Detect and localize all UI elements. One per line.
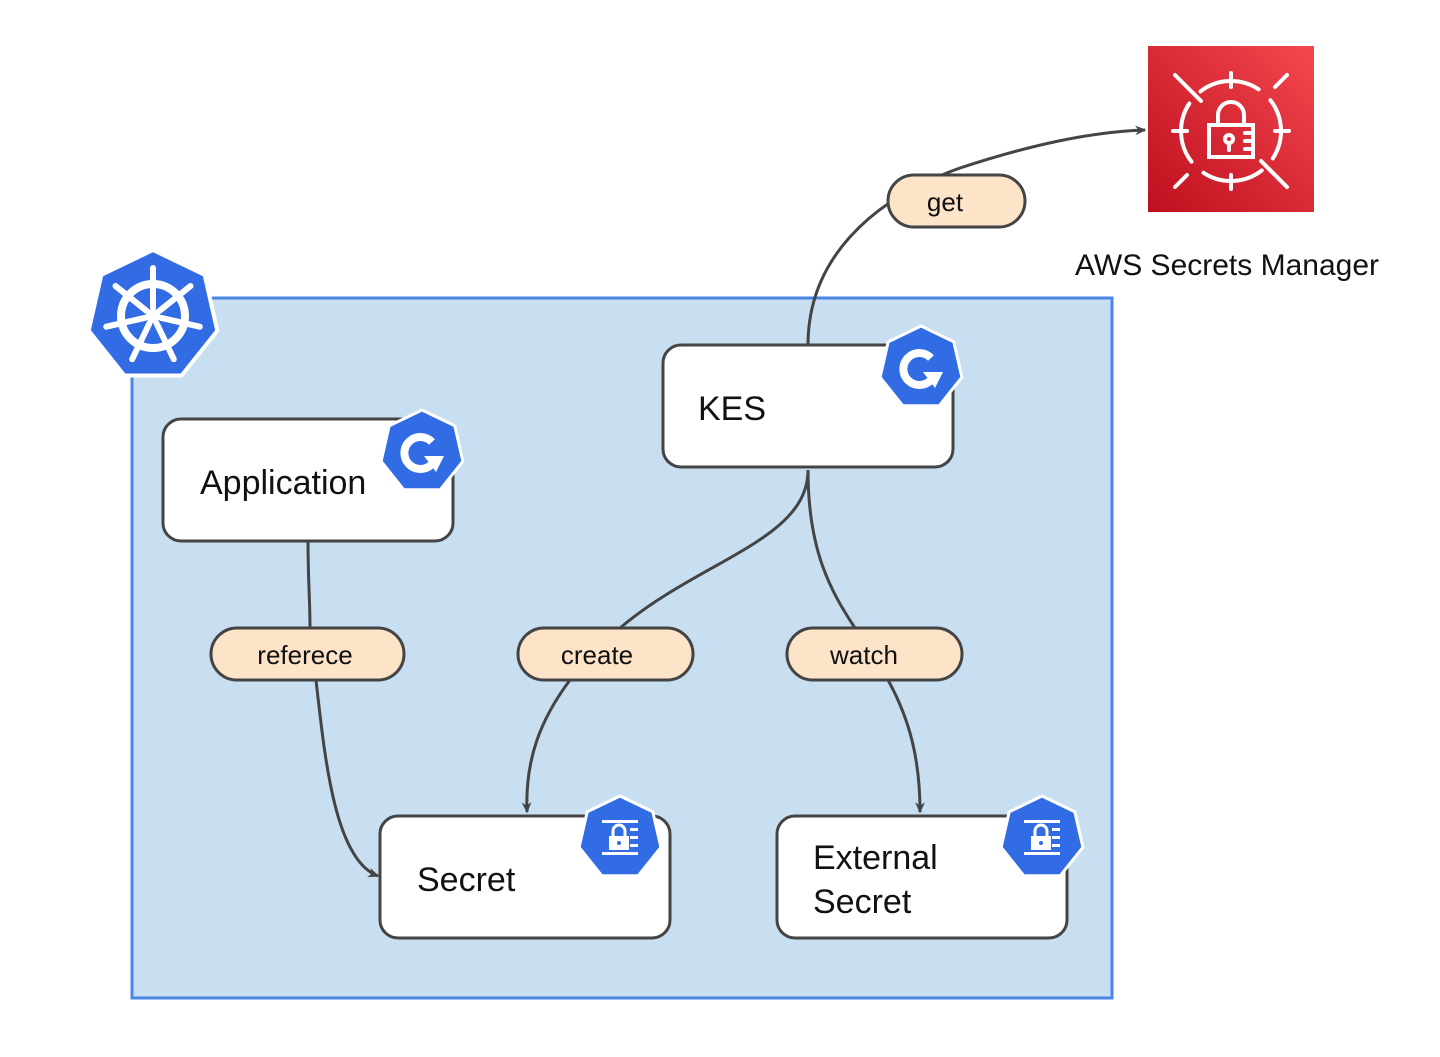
edge-get: [806, 125, 1147, 346]
node-application[interactable]: Application: [161, 417, 455, 543]
kubernetes-helm-icon: [86, 247, 220, 378]
node-external-secret-line1: External: [813, 839, 938, 877]
edge-label-create-text: create: [561, 640, 633, 670]
node-external-secret-line2: Secret: [813, 883, 912, 921]
secret-lock-icon: [577, 794, 663, 878]
deployment-icon: [878, 324, 964, 408]
node-secret-label: Secret: [417, 861, 516, 899]
edge-label-get-text: get: [927, 187, 964, 217]
node-application-label: Application: [200, 464, 366, 502]
edge-label-watch-text: watch: [829, 640, 898, 670]
secret-lock-icon: [999, 794, 1085, 878]
edge-reference: [306, 539, 378, 876]
aws-secrets-manager-label: AWS Secrets Manager: [1075, 249, 1379, 282]
deployment-icon: [379, 408, 465, 492]
node-kes-label: KES: [698, 390, 766, 428]
node-external-secret[interactable]: External Secret: [775, 814, 1069, 940]
edge-label-reference-text: referece: [257, 640, 352, 670]
edge-label-watch: watch: [785, 626, 964, 682]
edge-create: [527, 469, 810, 812]
edge-label-create: create: [516, 626, 695, 682]
edge-label-reference: referece: [209, 626, 406, 682]
edge-watch: [806, 469, 920, 812]
edge-label-get: get: [886, 173, 1027, 229]
aws-secrets-manager-icon[interactable]: [1148, 46, 1314, 212]
